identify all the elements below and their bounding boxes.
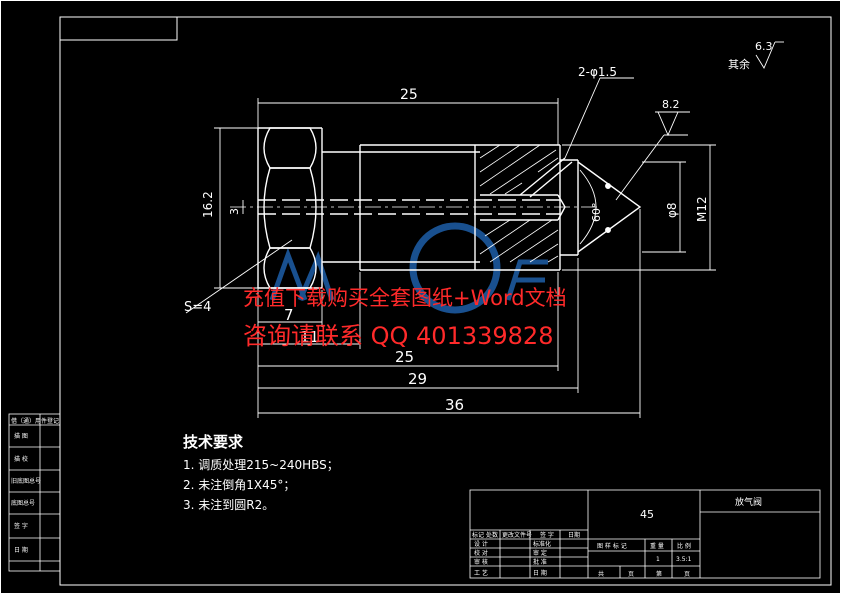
side-table-cell: 旧底图总号 [11, 477, 41, 485]
side-table-cell: 签 字 [14, 522, 28, 530]
title-row-label: 审 核 [474, 558, 488, 566]
dim-len-7: 7 [284, 306, 294, 324]
title-header-cell: 标记 [472, 531, 484, 539]
dim-hex-size: S=4 [184, 300, 211, 315]
weight-value: 1 [656, 556, 660, 563]
title-row-label: 日 期 [533, 569, 547, 577]
tech-requirement-item: 2. 未注倒角1X45°； [183, 477, 295, 492]
title-row-label: 设 计 [474, 540, 488, 548]
dim-len-25: 25 [395, 348, 414, 366]
section-hatching [479, 144, 559, 263]
title-header-cell: 处数 [486, 531, 498, 539]
roughness-face-value: 8.2 [662, 98, 680, 111]
watermark-line-1: 充值下载购买全套图纸+Word文档 [243, 286, 567, 310]
tech-requirement-item: 1. 调质处理215~240HBS； [183, 458, 339, 472]
side-table-header: 借（通）用件登记 [11, 417, 59, 425]
title-header-cell: 更改文件号 [502, 531, 532, 539]
page2-label: 页 [684, 571, 690, 578]
dim-hole-callout: 2-φ1.5 [578, 65, 617, 79]
tech-requirement-item: 3. 未注到圆R2。 [183, 497, 274, 512]
material: 45 [640, 508, 654, 521]
dim-angle: 60° [590, 203, 603, 223]
page-label: 页 [628, 571, 634, 578]
side-table-cell: 底图总号 [11, 499, 35, 507]
part-name: 放气阀 [735, 496, 762, 508]
dim-bore: 3 [228, 208, 241, 215]
stage-header: 图 样 标 记 [597, 542, 627, 550]
top-left-box [59, 16, 178, 41]
valve-body [258, 144, 642, 271]
dim-len-36: 36 [445, 396, 464, 414]
tech-requirements-title: 技术要求 [183, 433, 244, 451]
side-table-cell: 日 期 [14, 546, 28, 554]
title-header-cell: 签 字 [540, 531, 554, 539]
stage-header: 重 量 [650, 542, 664, 550]
dimension-lines [185, 41, 784, 418]
stage-header: 比 例 [677, 542, 691, 550]
sheet-no-label: 第 [656, 570, 662, 578]
side-table-cell: 描 图 [14, 432, 28, 440]
roughness-other-value: 6.3 [755, 40, 773, 53]
tech-requirements: 技术要求 1. 调质处理215~240HBS； 2. 未注倒角1X45°； 3.… [183, 433, 339, 512]
dimension-texts: 25 2-φ1.5 6.3 其余 8.2 16.2 3 60° φ8 M12 S… [184, 40, 773, 414]
roughness-other-label: 其余 [728, 57, 750, 71]
title-row-label: 标准化 [533, 540, 551, 548]
title-row-label: 工 艺 [474, 569, 488, 577]
scale-value: 3.5:1 [676, 556, 692, 563]
dim-top-length: 25 [400, 87, 418, 103]
dim-thread: M12 [695, 196, 709, 222]
title-row-label: 审 定 [533, 549, 547, 557]
title-row-label: 批 准 [533, 558, 547, 566]
side-table-cell: 描 校 [14, 455, 28, 463]
side-table [8, 413, 61, 572]
title-block [469, 489, 821, 579]
sheet-label: 共 [598, 570, 604, 578]
dim-len-11: 11 [300, 328, 319, 346]
title-row-label: 校 对 [474, 549, 488, 557]
inner-frame [59, 16, 832, 586]
dim-len-29: 29 [408, 370, 427, 388]
dim-hex-height: 16.2 [201, 191, 215, 218]
watermark-logo [269, 222, 548, 314]
title-header-cell: 日期 [568, 531, 580, 539]
watermark-line-2: 咨询请联系 QQ 401339828 [243, 322, 553, 350]
dim-diameter: φ8 [665, 202, 679, 218]
